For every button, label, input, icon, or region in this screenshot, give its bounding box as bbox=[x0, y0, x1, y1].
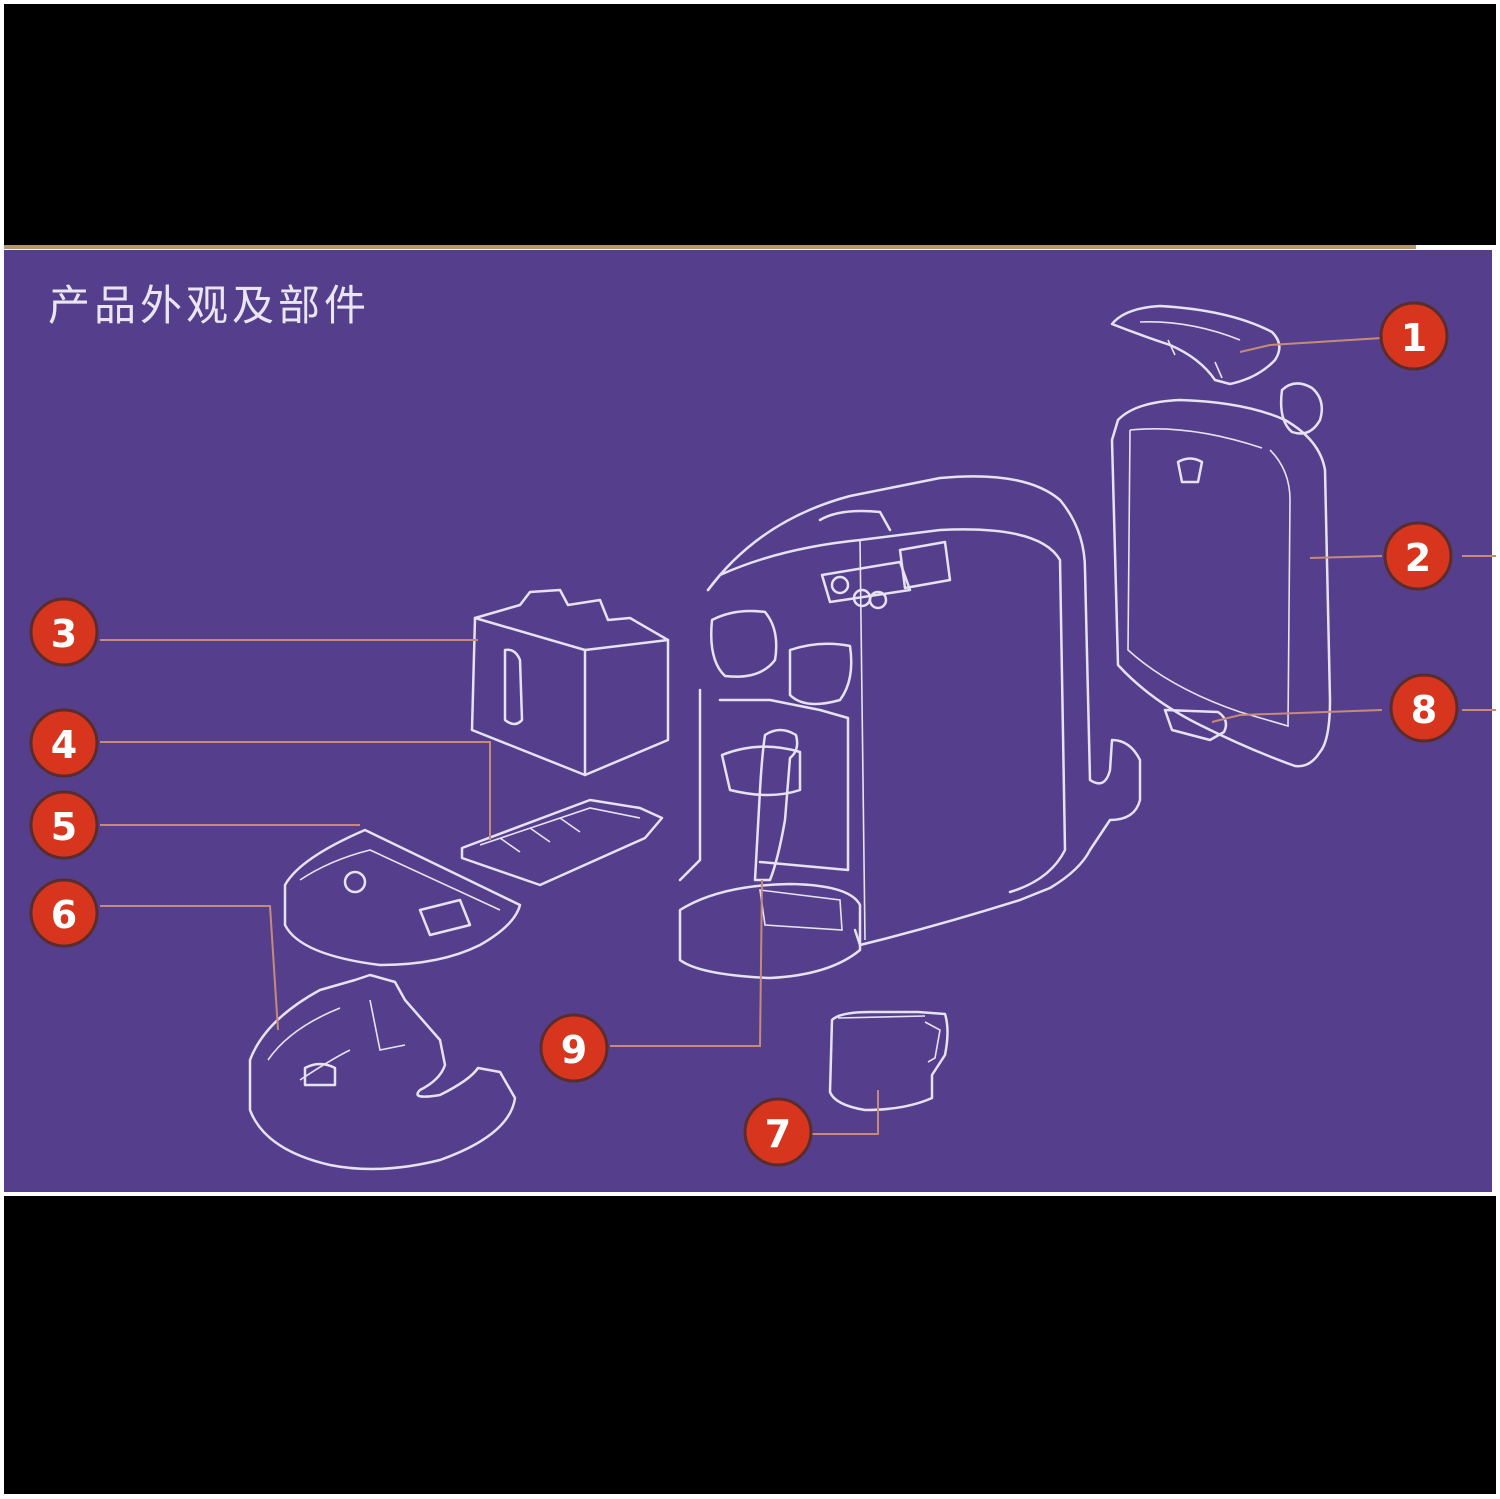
callout-6-label: 6 bbox=[51, 893, 77, 937]
callout-1-label: 1 bbox=[1401, 316, 1427, 360]
callout-9-label: 9 bbox=[561, 1028, 587, 1072]
leader-lines bbox=[100, 337, 1496, 1135]
callout-9: 9 bbox=[539, 1013, 609, 1083]
diagram-title: 产品外观及部件 bbox=[48, 281, 371, 330]
part-6-drip-tray-base bbox=[248, 973, 517, 1171]
gold-divider bbox=[4, 245, 1416, 249]
callout-6: 6 bbox=[29, 878, 99, 948]
part-7-milk-jug bbox=[828, 1010, 949, 1112]
callout-5-label: 5 bbox=[51, 805, 77, 849]
callout-5: 5 bbox=[29, 790, 99, 860]
callout-7: 7 bbox=[743, 1097, 813, 1167]
callout-7-label: 7 bbox=[765, 1112, 791, 1156]
part-4-drip-insert bbox=[460, 798, 664, 887]
callout-4: 4 bbox=[29, 708, 99, 778]
part-1-tank-lid bbox=[1110, 304, 1281, 386]
callout-2: 2 bbox=[1383, 521, 1453, 591]
callout-8-label: 8 bbox=[1411, 688, 1437, 732]
callout-2-label: 2 bbox=[1405, 536, 1431, 580]
part-3-capsule-container bbox=[470, 588, 670, 777]
callout-1: 1 bbox=[1379, 301, 1449, 371]
top-black-frame bbox=[4, 4, 1496, 245]
part-5-drip-tray-cover bbox=[283, 828, 522, 967]
part-8-valve-cap bbox=[1163, 708, 1228, 742]
part-2-water-tank bbox=[1110, 382, 1332, 768]
callout-4-label: 4 bbox=[51, 723, 77, 767]
callout-8: 8 bbox=[1389, 673, 1459, 743]
callout-3-label: 3 bbox=[51, 612, 77, 656]
bottom-black-frame bbox=[4, 1196, 1496, 1494]
machine-main-body bbox=[678, 475, 1142, 980]
callout-3: 3 bbox=[29, 597, 99, 667]
